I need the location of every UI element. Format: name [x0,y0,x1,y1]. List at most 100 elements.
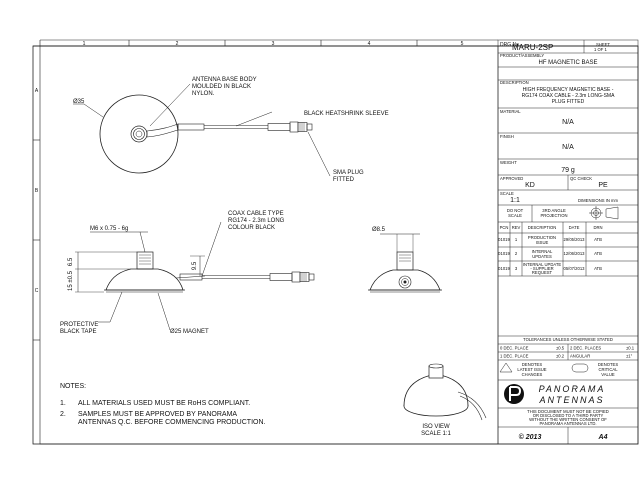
rev-3-drn: ATB [594,266,602,271]
rev-2-pcn: 01019 [498,251,510,256]
sheet-label: SHEET [596,42,610,47]
tol-2dp-label: 2 DEC. PLACES [570,346,601,351]
rev-2-rev: 2 [515,251,518,256]
rev-3-pcn: 01019 [498,266,510,271]
end-view [368,233,442,293]
zone-col-1: 1 [83,41,86,47]
rev-1-desc-1: PRODUCTION [528,235,556,240]
copyright-notice-3: WITHOUT THE WRITTEN CONSENT OF [529,417,607,422]
tape-label-2: BLACK TAPE [60,329,96,335]
note-2-text-2: ANTENNAS Q.C. BEFORE COMMENCING PRODUCTI… [78,419,266,426]
tol-1dp-label: 1 DEC. PLACE [500,354,529,359]
rev-2-date: 12/06/2013 [564,251,586,256]
note-2-text-1: SAMPLES MUST BE APPROVED BY PANORAMA [78,411,237,418]
rev-header-pcn: PCN [500,225,509,230]
copyright-notice-4: PANORAMA ANTENNAS LTD. [539,421,596,426]
rev-2-desc-2: UPDATES [532,254,552,259]
tol-1dp-value: ±0.2 [556,354,565,359]
description-line-3: PLUG FITTED [552,99,585,105]
thread-label: M6 x 0.75 - 6g [90,226,128,232]
rev-header-description: DESCRIPTION [528,225,557,230]
rev-1-date: 29/05/2013 [564,237,586,242]
top-view [73,83,331,177]
scale-label: SCALE [500,191,514,196]
note-1-number: 1. [60,400,66,407]
latest-issue-1: DENOTES [522,362,542,367]
scale-value: 1:1 [510,197,520,204]
rev-1-pcn: 01019 [498,237,510,242]
sheet-value: 1 OF 1 [594,47,607,52]
logo-text-1: PANORAMA [539,384,606,394]
critical-value-3: VALUE [601,372,615,377]
zone-row-c: C [35,288,39,294]
notes-heading: NOTES: [60,383,86,390]
paper-size: A4 [598,434,608,441]
qc-label: QC CHECK [570,176,592,181]
copyright-year: © 2013 [519,433,542,441]
rev-3-desc-2: - SUPPLIER [530,266,553,271]
approved-label: APPROVED [500,176,523,181]
rev-1-desc-2: ISSUE [536,240,549,245]
weight-value: 79 g [561,167,575,174]
zone-col-2: 2 [176,41,179,47]
critical-value-2: CRITICAL [598,367,618,372]
rev-3-date: 05/07/2013 [564,266,586,271]
critical-value-oval-icon [571,363,589,373]
weight-label: WEIGHT [500,160,517,165]
coax-label-2: RG174 - 2.3m LONG [228,218,285,224]
drawing-number: MARU-2SP [512,43,553,52]
rev-header-rev: REV [512,225,521,230]
rev-3-desc-1: INTERNAL UPDATE [523,262,562,267]
heatshrink-label: BLACK HEATSHRINK SLEEVE [304,111,389,117]
copyright-notice-2: OR DISCLOSED TO A THIRD PARTY [533,413,604,418]
projection-1: 3RD ANGLE [542,208,566,213]
tolerances-heading: TOLERANCES UNLESS OTHERWISE STATED [523,337,613,342]
approved-value: KD [525,182,535,189]
sma-label-2: FITTED [333,177,355,183]
title-block [497,39,639,445]
zone-row-a: A [35,88,39,94]
logo-text-2: ANTENNAS [538,395,604,405]
sma-label-1: SMA PLUG [333,170,364,176]
body-label-3: NYLON. [192,91,215,97]
copyright-notice-1: THIS DOCUMENT MUST NOT BE COPIED [527,409,609,414]
dim-9-5: 9.5 [192,261,198,270]
rev-2-drn: ATB [594,251,602,256]
latest-issue-2: LATEST ISSUE [517,367,546,372]
do-not-scale-2: SCALE [508,213,522,218]
rev-header-date: DATE [569,225,580,230]
description-label: DESCRIPTION [500,80,529,85]
iso-scale-label: SCALE 1:1 [421,431,451,437]
material-label: MATERIAL [500,109,521,114]
tol-angular-value: ±1° [626,354,633,359]
material-value: N/A [562,119,574,126]
coax-label-1: COAX CABLE TYPE [228,211,284,217]
tol-2dp-value: ±0.1 [626,346,635,351]
zone-col-5: 5 [461,41,464,47]
product-label: PRODUCT/ASSEMBLY [500,53,544,58]
latest-issue-3: CHANGES [522,372,543,377]
description-line-1: HIGH FREQUENCY MAGNETIC BASE - [523,87,614,93]
coax-label-3: COLOUR BLACK [228,225,275,231]
latest-issue-triangle-icon [499,362,513,373]
tol-0dp-value: ±0.5 [556,346,565,351]
drg-label: DRG No. [500,42,520,48]
iso-view-label: ISO VIEW [422,424,450,430]
sma-plug-top [289,121,299,133]
rev-2-desc-1: INTERNAL [532,249,553,254]
rev-3-rev: 3 [515,266,518,271]
tol-angular-label: ANGULAR [570,354,590,359]
zone-col-4: 4 [368,41,371,47]
iso-view [403,363,487,421]
product-value: HF MAGNETIC BASE [538,60,597,66]
diameter-8-5-label: Ø8.5 [372,227,386,233]
note-1-text: ALL MATERIALS USED MUST BE RoHS COMPLIAN… [78,400,250,407]
threaded-stud [136,251,154,270]
rev-1-drn: ATB [594,237,602,242]
rev-1-rev: 1 [515,237,518,242]
note-2-number: 2. [60,411,66,418]
description-line-2: RG174 COAX CABLE - 2.3m LONG-SMA [522,93,615,99]
dim-15: 15 ±0.5 [68,270,74,291]
dimensions-note: DIMENSIONS IN mm [578,198,619,203]
